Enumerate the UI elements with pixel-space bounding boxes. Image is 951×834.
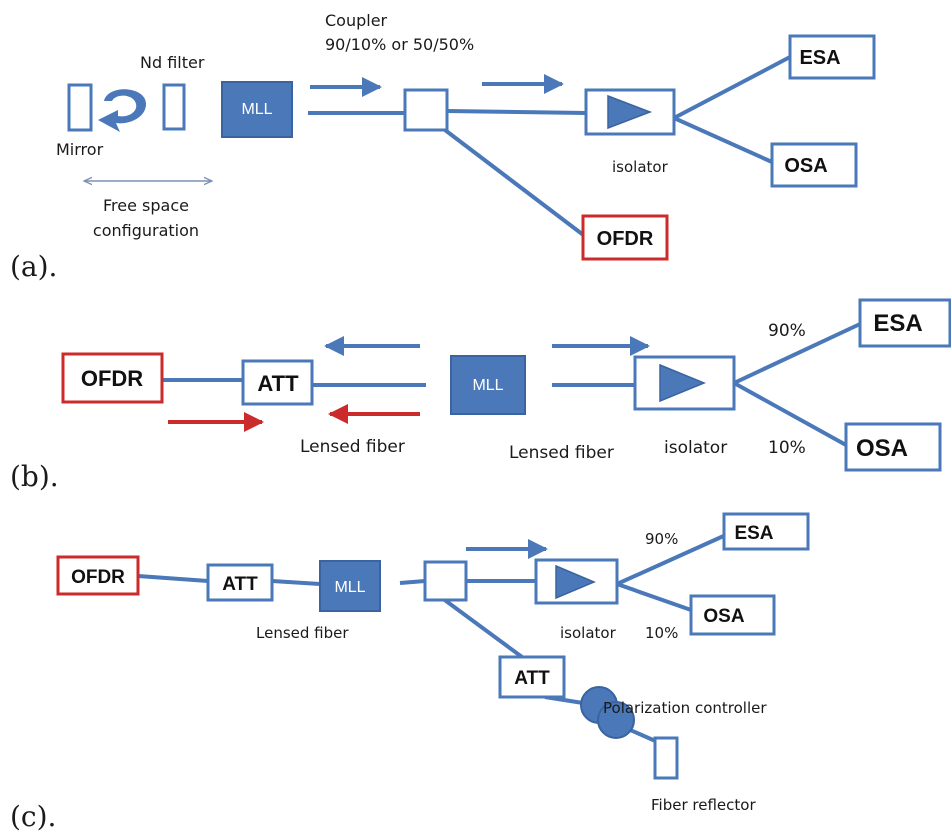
mll-label: MLL: [334, 579, 365, 596]
osa-box: [689, 594, 776, 636]
mirror-label: Mirror: [56, 140, 104, 159]
att2-label: ATT: [514, 668, 550, 689]
fiber-mll-to-coupler: [399, 579, 426, 585]
coupler-label-1: Coupler: [325, 11, 388, 30]
att-label: ATT: [257, 371, 299, 396]
ofdr-box: [581, 214, 669, 261]
fiber-reflector-icon: [653, 736, 679, 780]
isolator-label: isolator: [664, 438, 727, 458]
ofdr-label: OFDR: [71, 567, 125, 588]
fiber-coupler-to-ofdr: [443, 128, 588, 239]
esa-box: [788, 34, 876, 80]
lensed-fiber-left-label: Lensed fiber: [300, 437, 405, 457]
nd-filter-label: Nd filter: [140, 53, 205, 72]
osa-label: OSA: [703, 606, 744, 627]
ofdr-box: [61, 352, 164, 404]
esa-label: ESA: [873, 310, 922, 337]
polarization-controller-loop-2: [597, 701, 635, 739]
ofdr-label: OFDR: [597, 228, 654, 250]
rotation-arrow-icon: [98, 89, 146, 132]
lensed-fiber-right-label: Lensed fiber: [509, 443, 614, 463]
esa-box: [858, 298, 951, 348]
esa-label: ESA: [799, 47, 840, 69]
ofdr-label: OFDR: [81, 366, 143, 391]
osa-box: [844, 422, 942, 472]
pct-90-label: 90%: [645, 530, 678, 548]
isolator-label: isolator: [612, 158, 669, 176]
free-space-label-2: configuration: [93, 221, 199, 240]
polarization-controller-label: Polarization controller: [603, 699, 767, 717]
pct-10-label: 10%: [768, 438, 806, 458]
esa-label: ESA: [734, 523, 773, 544]
fiber-isolator-to-esa: [616, 532, 729, 586]
fiber-isolator-to-esa: [673, 55, 791, 120]
fiber-ofdr-to-att: [137, 574, 209, 583]
fiber-isolator-to-osa: [673, 116, 773, 164]
coupler-box: [403, 88, 449, 132]
fiber-coupler-to-att: [440, 596, 524, 659]
mll-label: MLL: [241, 101, 272, 118]
lensed-fiber-label: Lensed fiber: [256, 624, 349, 642]
isolator-triangle-icon: [555, 564, 596, 600]
mll-box: [319, 560, 381, 612]
pct-90-label: 90%: [768, 321, 806, 341]
coupler-label-2: 90/10% or 50/50%: [325, 35, 474, 54]
free-space-label-1: Free space: [103, 196, 189, 215]
panel-b-label: (b).: [10, 460, 59, 493]
panel-a-label: (a).: [10, 250, 57, 283]
fiber-isolator-to-osa: [733, 381, 847, 447]
fiber-isolator-to-osa: [616, 582, 692, 612]
osa-label: OSA: [856, 435, 908, 462]
fiber-isolator-to-esa: [733, 322, 861, 385]
att2-box: [498, 655, 566, 699]
mll-box: [450, 355, 526, 415]
fiber-coupler-to-isolator: [446, 109, 587, 115]
att-box: [206, 563, 274, 602]
panel-b: OFDR ATT MLL ESA OSA Lensed fiber Lensed…: [10, 298, 951, 493]
fiber-reflector-label: Fiber reflector: [651, 796, 756, 814]
nd-filter-icon: [162, 83, 186, 131]
isolator-triangle-icon: [659, 363, 706, 403]
att-box: [241, 359, 314, 406]
att-label: ATT: [222, 574, 258, 595]
osa-label: OSA: [784, 155, 827, 177]
panel-c-label: (c).: [10, 800, 56, 833]
mll-label: MLL: [472, 377, 503, 394]
esa-box: [722, 512, 810, 551]
ofdr-box: [56, 555, 140, 596]
isolator-label: isolator: [560, 624, 617, 642]
mll-box: [221, 81, 293, 138]
pct-10-label: 10%: [645, 624, 678, 642]
isolator-triangle-icon: [607, 94, 653, 130]
mirror-icon: [67, 83, 93, 132]
coupler-box: [423, 560, 468, 602]
panel-a: MLL ESA OSA OFDR Nd filter Mirror Free s…: [10, 11, 876, 283]
fiber-att-to-mll: [271, 579, 321, 586]
panel-c: OFDR ATT MLL ESA OSA ATT Lensed fiber is…: [10, 512, 810, 833]
osa-box: [770, 142, 858, 188]
